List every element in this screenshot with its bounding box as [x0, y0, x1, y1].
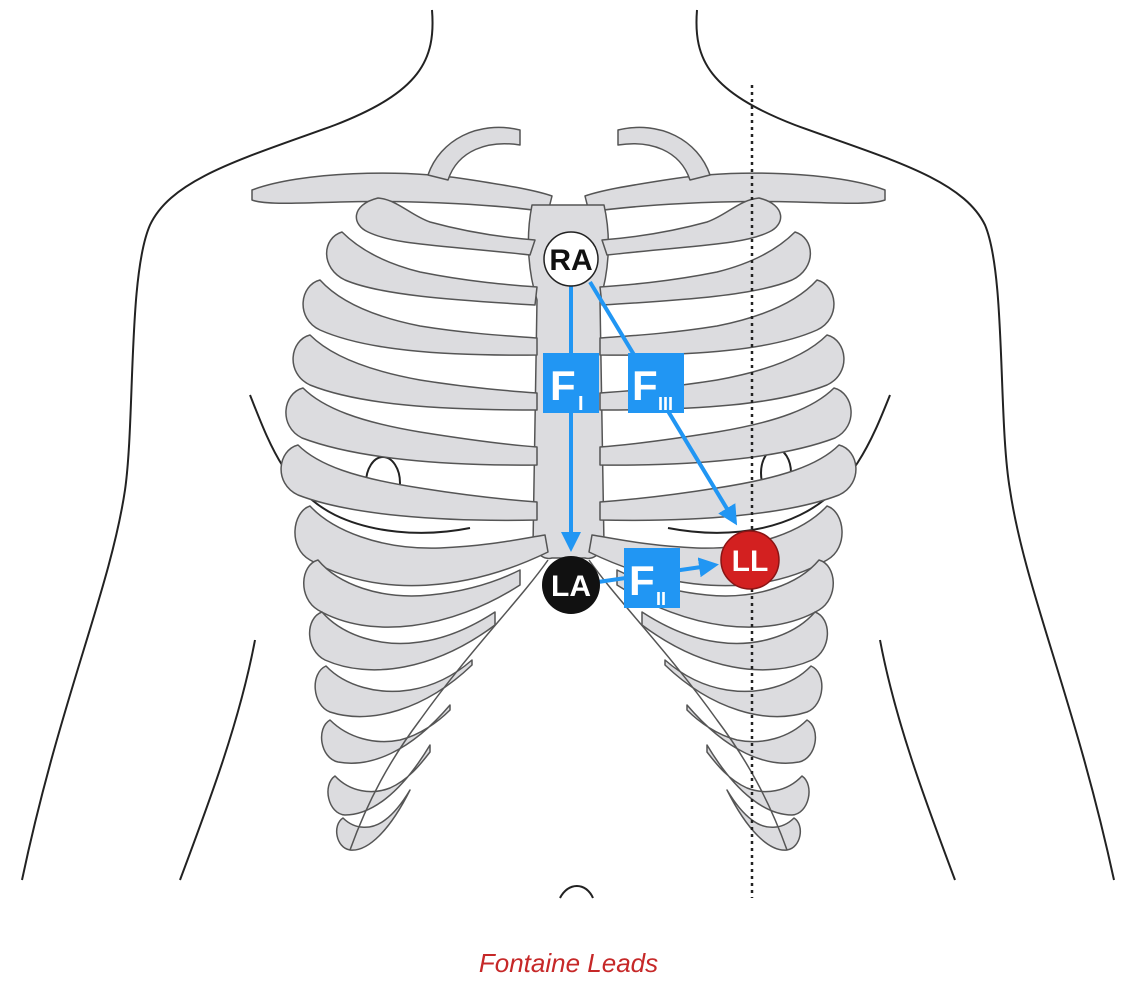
electrode-ra-label: RA	[549, 244, 592, 277]
navel	[560, 886, 593, 898]
first-rib-left	[428, 127, 520, 180]
electrode-la: LA	[542, 556, 600, 614]
lead-f2-subscript: II	[656, 589, 666, 609]
first-rib-right	[618, 127, 710, 180]
lead-f3-letter: F	[632, 362, 658, 409]
lead-f1-letter: F	[550, 362, 576, 409]
electrode-ll-label: LL	[732, 545, 769, 578]
electrode-ll: LL	[721, 531, 779, 589]
electrode-ra: RA	[544, 232, 598, 286]
lead-f3-box: F III	[628, 353, 684, 414]
lead-f2-letter: F	[629, 557, 655, 604]
arm-left-inner	[180, 640, 255, 880]
lead-f1-box: F I	[543, 353, 599, 415]
lead-f1-subscript: I	[578, 393, 584, 415]
electrode-la-label: LA	[551, 570, 591, 603]
arm-right-inner	[880, 640, 955, 880]
lead-f2-box: F II	[624, 548, 680, 609]
lead-f3-subscript: III	[658, 394, 673, 414]
figure-caption: Fontaine Leads	[0, 948, 1137, 979]
